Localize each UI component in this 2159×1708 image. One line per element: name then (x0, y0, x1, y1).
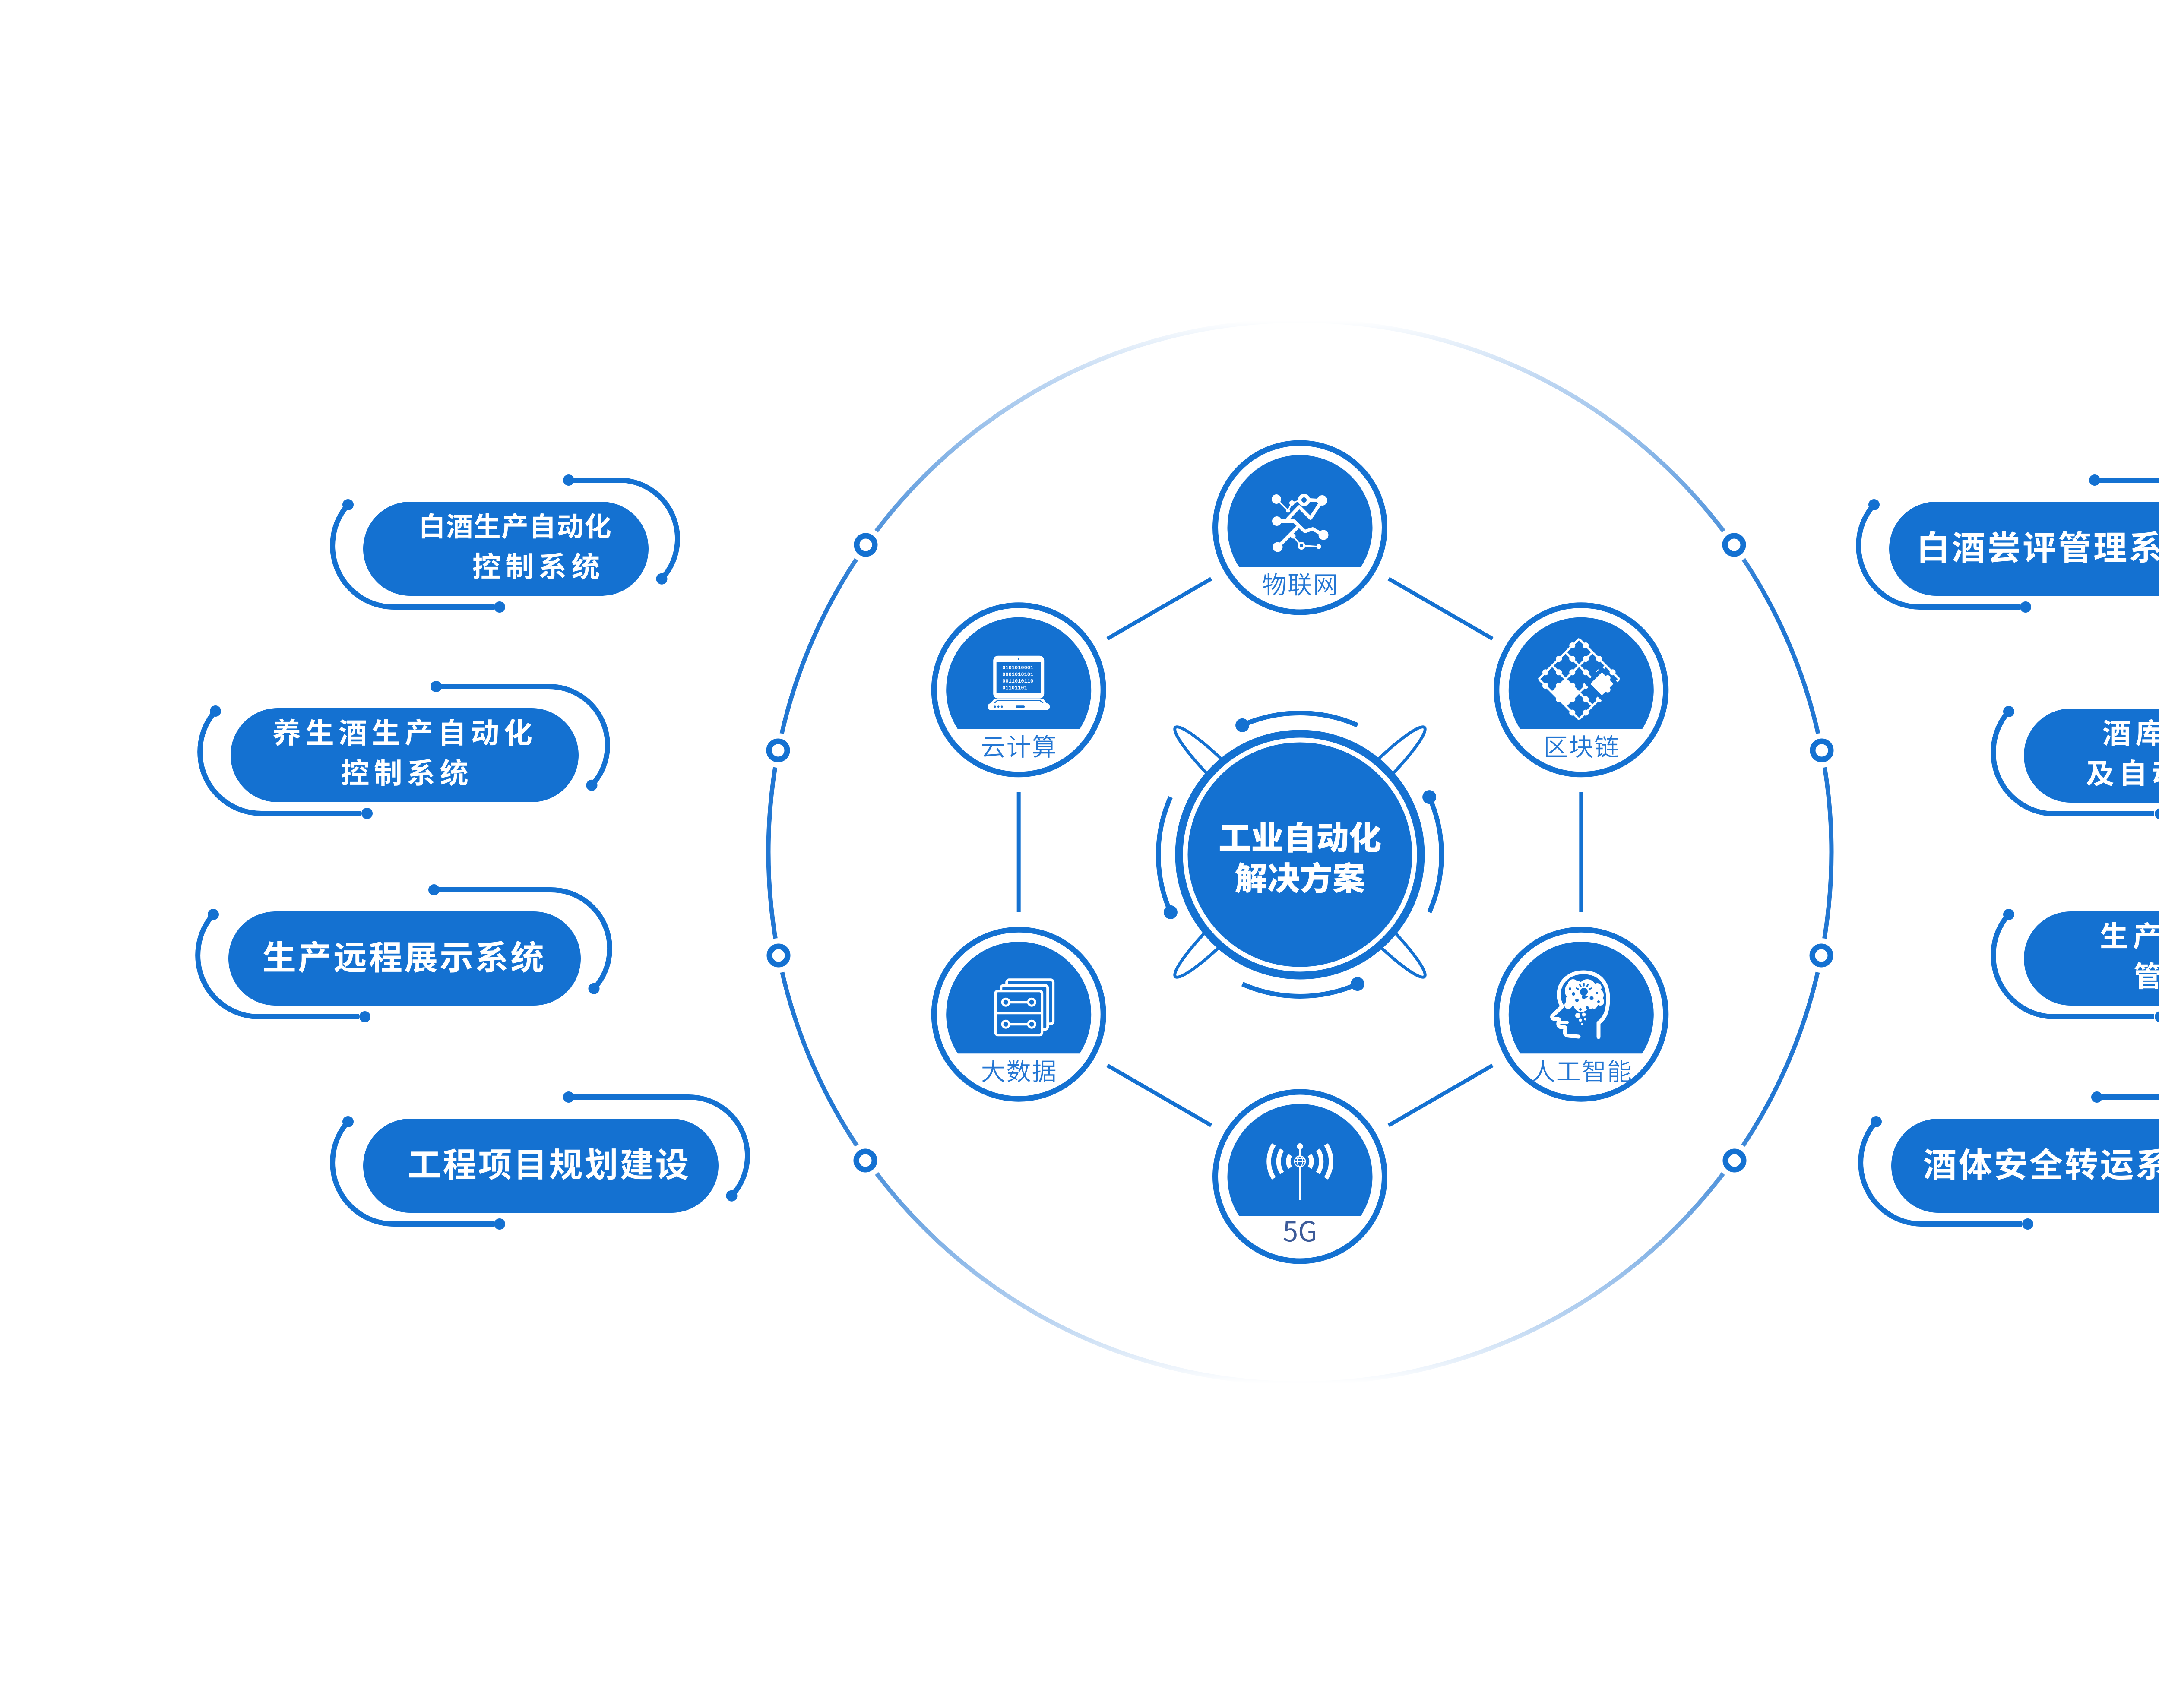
svg-text:0101010001: 0101010001 (1002, 665, 1033, 671)
svg-text:0001010101: 0001010101 (1002, 671, 1033, 677)
svg-text:01101101: 01101101 (1002, 685, 1027, 691)
svg-text:0011010110: 0011010110 (1002, 678, 1033, 684)
